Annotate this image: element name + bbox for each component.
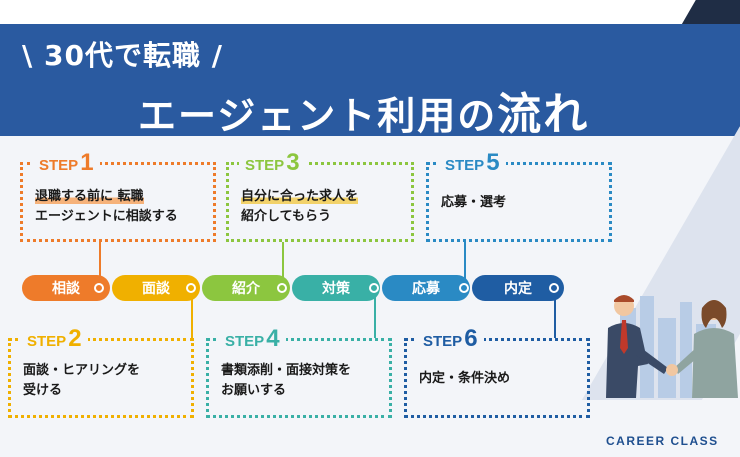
step-6-label: STEP6 <box>417 325 484 353</box>
step-6-word: STEP <box>423 333 463 350</box>
flow-pill-1: 相談 <box>22 275 110 301</box>
flow-label-2: 面談 <box>142 281 170 297</box>
step-2-line-2: 受ける <box>23 383 63 398</box>
step-5-word: STEP <box>445 157 485 174</box>
connector-5 <box>464 242 466 286</box>
step-3-number: 3 <box>286 149 300 176</box>
step-5-number: 5 <box>486 149 500 176</box>
step-5-line-1: 応募・選考 <box>441 195 507 210</box>
connector-6 <box>554 290 556 338</box>
step-4-line-2: お願いする <box>221 383 287 398</box>
flow-pill-4: 対策 <box>292 275 380 301</box>
flow-pill-5: 応募 <box>382 275 470 301</box>
step-2-word: STEP <box>27 333 67 350</box>
step-4-label: STEP4 <box>219 325 286 353</box>
step-3-line-1: 自分に合った求人を <box>241 189 359 204</box>
step-1-box: STEP1 退職する前に 転職 エージェントに相談する <box>20 149 216 242</box>
step-3-text: 自分に合った求人を 紹介してもらう <box>241 187 359 227</box>
step-4-box: STEP4 書類添削・面接対策を お願いする <box>206 325 392 418</box>
header-subtitle: \ 30代で転職 / <box>22 39 223 72</box>
step-2-label: STEP2 <box>21 325 88 353</box>
step-1-label: STEP1 <box>33 149 100 177</box>
brand-logo: CAREER CLASS <box>606 434 719 448</box>
step-2-box: STEP2 面談・ヒアリングを 受ける <box>8 325 194 418</box>
step-3-label: STEP3 <box>239 149 306 177</box>
businesswoman-icon <box>666 300 738 398</box>
step-1-line-2: エージェントに相談する <box>35 209 178 224</box>
flow-label-3: 紹介 <box>232 281 260 297</box>
step-4-text: 書類添削・面接対策を お願いする <box>221 361 351 401</box>
handshake-illustration <box>606 295 738 398</box>
flow-label-1: 相談 <box>52 281 80 297</box>
step-1-text: 退職する前に 転職 エージェントに相談する <box>35 187 178 227</box>
step-1-word: STEP <box>39 157 79 174</box>
flow-pill-3: 紹介 <box>202 275 290 301</box>
connector-1 <box>99 242 101 286</box>
step-2-text: 面談・ヒアリングを 受ける <box>23 361 140 401</box>
connector-4 <box>374 290 376 338</box>
businessman-icon <box>606 295 668 398</box>
step-6-number: 6 <box>464 325 478 352</box>
title-big: 流れ <box>497 89 590 140</box>
flow-label-5: 応募 <box>412 281 440 297</box>
title-main: エージェント利用の <box>138 94 498 138</box>
header-top-strip <box>0 0 740 24</box>
step-1-line-1: 退職する前に 転職 <box>35 189 144 204</box>
step-6-text: 内定・条件決め <box>419 369 510 389</box>
connector-2 <box>191 290 193 338</box>
step-4-number: 4 <box>266 325 280 352</box>
step-5-label: STEP5 <box>439 149 506 177</box>
step-6-box: STEP6 内定・条件決め <box>404 325 590 418</box>
connector-dot-6 <box>549 283 559 293</box>
connector-dot-4 <box>369 283 379 293</box>
flow-pill-6: 内定 <box>472 275 564 301</box>
connector-dot-2 <box>186 283 196 293</box>
step-2-number: 2 <box>68 325 82 352</box>
connector-dot-3 <box>277 283 287 293</box>
header-title: エージェント利用の流れ <box>138 78 589 142</box>
step-2-line-1: 面談・ヒアリングを <box>23 363 141 378</box>
connector-dot-5 <box>459 283 469 293</box>
step-4-word: STEP <box>225 333 265 350</box>
connector-3 <box>282 242 284 286</box>
header-band <box>0 24 740 136</box>
step-3-word: STEP <box>245 157 285 174</box>
flow-label-6: 内定 <box>504 281 532 297</box>
step-3-box: STEP3 自分に合った求人を 紹介してもらう <box>226 149 414 242</box>
flow-label-4: 対策 <box>322 281 350 297</box>
step-6-line-1: 内定・条件決め <box>419 371 511 386</box>
connector-dot-1 <box>94 283 104 293</box>
step-5-box: STEP5 応募・選考 <box>426 149 612 242</box>
step-1-number: 1 <box>80 149 94 176</box>
step-5-text: 応募・選考 <box>441 193 506 213</box>
step-4-line-1: 書類添削・面接対策を <box>221 363 352 378</box>
step-3-line-2: 紹介してもらう <box>241 209 331 224</box>
flow-pill-2: 面談 <box>112 275 200 301</box>
